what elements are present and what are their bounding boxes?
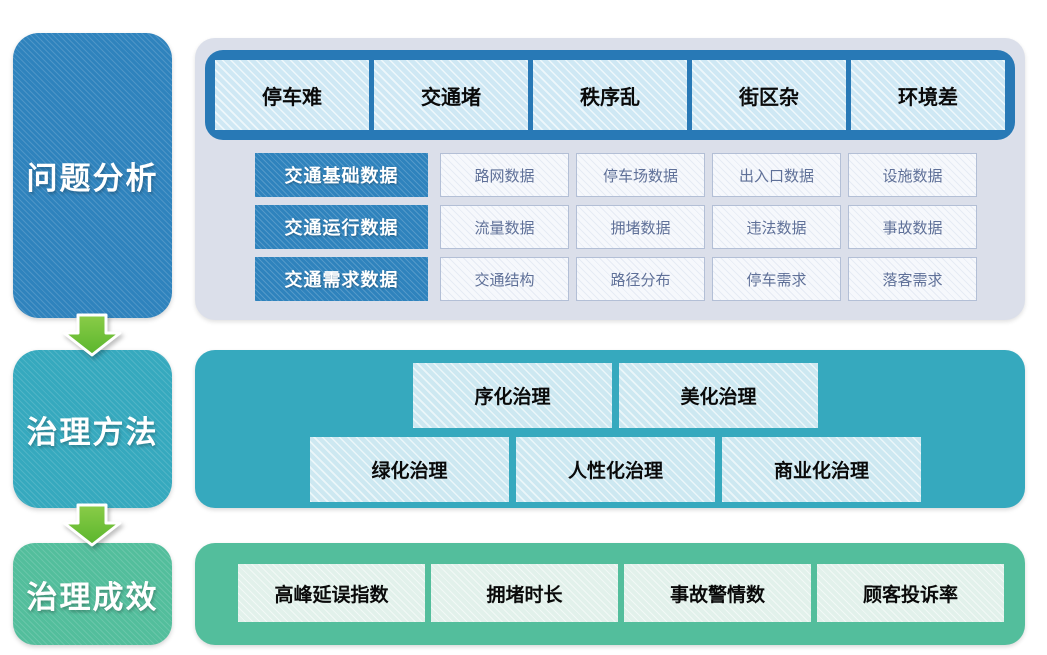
data-cell: 路径分布 <box>576 257 705 301</box>
effect-box: 事故警情数 <box>624 564 811 622</box>
stage-problem-analysis: 问题分析 <box>13 33 172 318</box>
problems-banner: 停车难 交通堵 秩序乱 街区杂 环境差 <box>205 50 1015 140</box>
data-cell: 路网数据 <box>440 153 569 197</box>
problem-item: 停车难 <box>215 60 369 130</box>
data-cell: 停车需求 <box>712 257 841 301</box>
stage-governance-effects: 治理成效 <box>13 543 172 645</box>
row-header: 交通基础数据 <box>255 153 428 197</box>
data-cell: 拥堵数据 <box>576 205 705 249</box>
problem-item: 街区杂 <box>692 60 846 130</box>
problem-item: 秩序乱 <box>533 60 687 130</box>
table-row: 交通基础数据 路网数据 停车场数据 出入口数据 设施数据 <box>255 153 977 197</box>
method-box: 美化治理 <box>619 363 818 428</box>
problem-label: 交通堵 <box>421 84 481 109</box>
problem-item: 交通堵 <box>374 60 528 130</box>
row-cells: 交通结构 路径分布 停车需求 落客需求 <box>440 257 977 301</box>
data-cell: 事故数据 <box>848 205 977 249</box>
problem-label: 街区杂 <box>739 84 799 109</box>
data-cell: 落客需求 <box>848 257 977 301</box>
effect-row: 高峰延误指数 拥堵时长 事故警情数 顾客投诉率 <box>238 564 1004 622</box>
data-cell: 停车场数据 <box>576 153 705 197</box>
data-cell: 流量数据 <box>440 205 569 249</box>
effect-box: 高峰延误指数 <box>238 564 425 622</box>
problem-label: 环境差 <box>898 84 958 109</box>
stage-governance-methods: 治理方法 <box>13 350 172 508</box>
problems-panel: 停车难 交通堵 秩序乱 街区杂 环境差 交通基础数据 路网数据 停车场数据 出入… <box>195 38 1025 320</box>
stage-label: 问题分析 <box>26 161 159 197</box>
problem-item: 环境差 <box>851 60 1005 130</box>
effect-box: 拥堵时长 <box>431 564 618 622</box>
row-cells: 流量数据 拥堵数据 违法数据 事故数据 <box>440 205 977 249</box>
down-arrow-icon <box>62 503 122 547</box>
method-row: 绿化治理 人性化治理 商业化治理 <box>310 437 921 502</box>
data-cell: 交通结构 <box>440 257 569 301</box>
method-box: 人性化治理 <box>516 437 715 502</box>
effect-box: 顾客投诉率 <box>817 564 1004 622</box>
down-arrow-icon <box>62 313 122 357</box>
data-cell: 违法数据 <box>712 205 841 249</box>
problem-label: 秩序乱 <box>580 84 640 109</box>
row-header: 交通运行数据 <box>255 205 428 249</box>
data-cell: 设施数据 <box>848 153 977 197</box>
effects-panel: 高峰延误指数 拥堵时长 事故警情数 顾客投诉率 <box>195 543 1025 645</box>
row-header: 交通需求数据 <box>255 257 428 301</box>
stage-label: 治理成效 <box>26 579 159 616</box>
stage-label: 治理方法 <box>26 414 159 451</box>
method-box: 序化治理 <box>413 363 612 428</box>
methods-panel: 序化治理 美化治理 绿化治理 人性化治理 商业化治理 <box>195 350 1025 508</box>
problem-label: 停车难 <box>262 84 322 109</box>
row-cells: 路网数据 停车场数据 出入口数据 设施数据 <box>440 153 977 197</box>
table-row: 交通需求数据 交通结构 路径分布 停车需求 落客需求 <box>255 257 977 301</box>
method-box: 商业化治理 <box>722 437 921 502</box>
method-row: 序化治理 美化治理 <box>413 363 818 428</box>
table-row: 交通运行数据 流量数据 拥堵数据 违法数据 事故数据 <box>255 205 977 249</box>
data-cell: 出入口数据 <box>712 153 841 197</box>
method-box: 绿化治理 <box>310 437 509 502</box>
data-rows: 交通基础数据 路网数据 停车场数据 出入口数据 设施数据 交通运行数据 流量数据… <box>255 153 977 309</box>
